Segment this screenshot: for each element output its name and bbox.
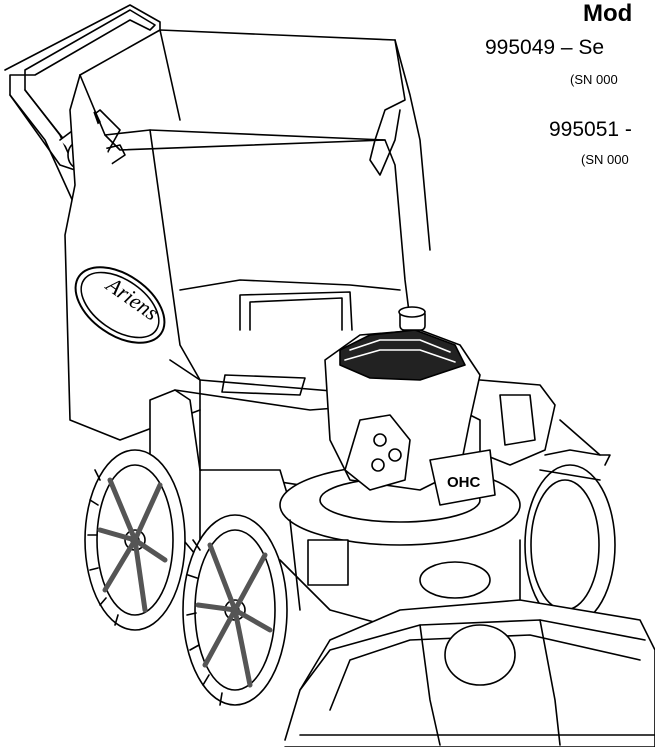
front-left-wheel (182, 514, 288, 706)
serial-range-1: (SN 000 (570, 72, 618, 87)
collection-bag (64, 29, 431, 441)
rear-right-wheel (524, 419, 616, 626)
model-number-2: 995051 - (549, 118, 632, 141)
engine: OHC (324, 306, 556, 506)
front-nozzle (284, 599, 655, 747)
rear-left-wheel (84, 449, 186, 631)
serial-range-2: (SN 000 (581, 152, 629, 167)
engine-badge: OHC (447, 474, 481, 491)
model-number-1: 995049 – Se (485, 36, 605, 59)
page-title: Mod (583, 0, 633, 27)
